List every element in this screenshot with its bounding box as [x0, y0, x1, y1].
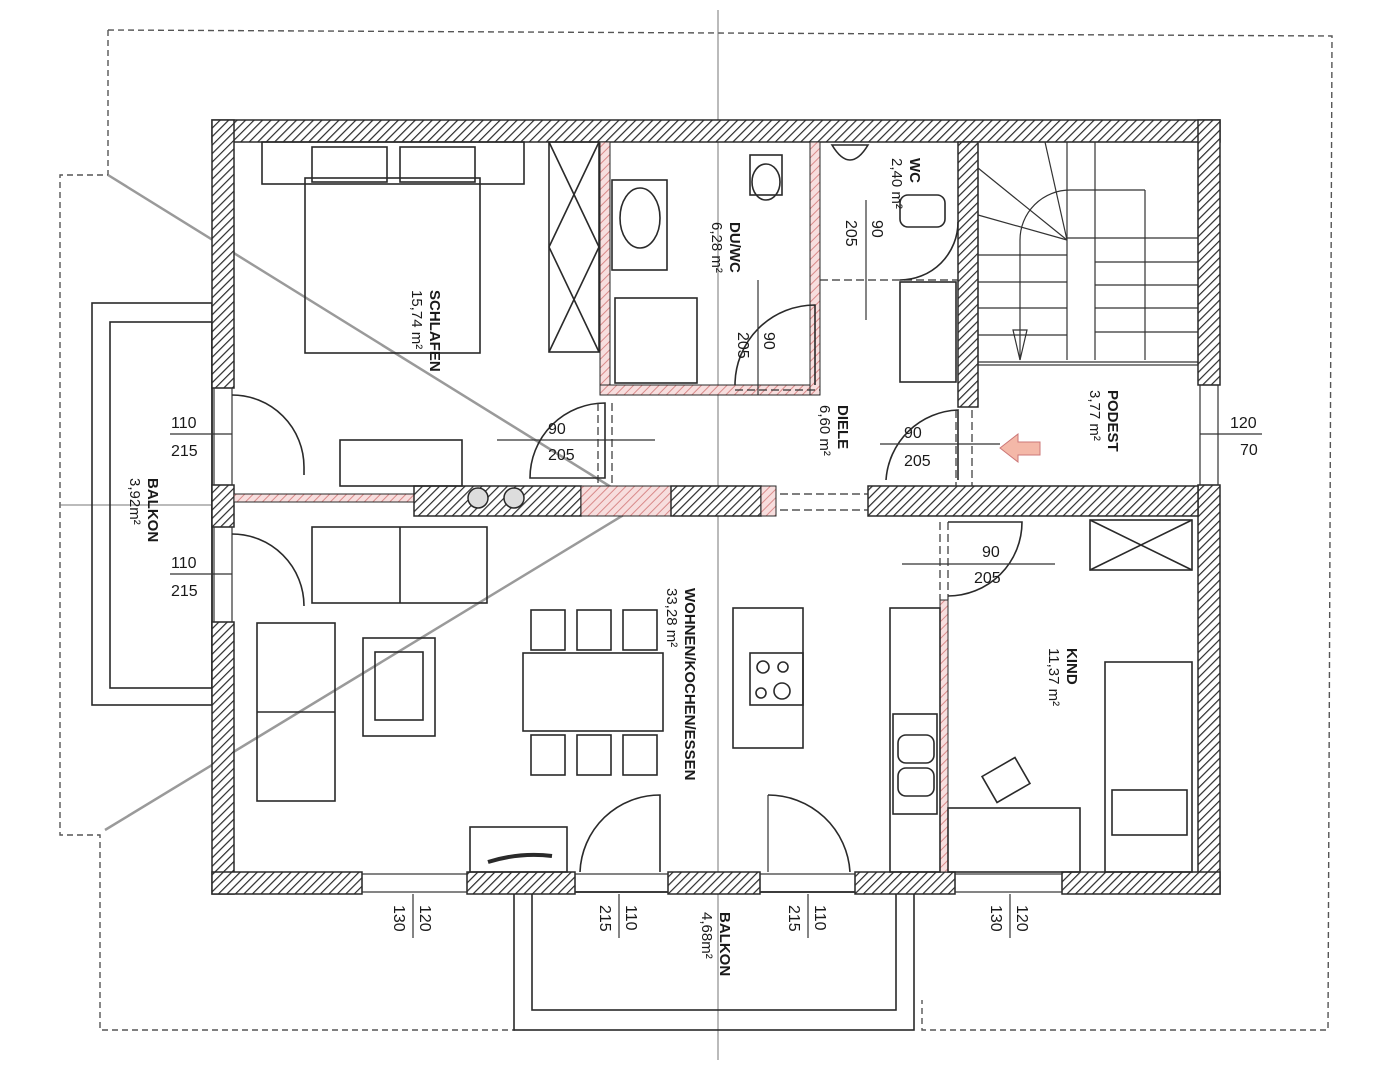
svg-text:BALKON: BALKON — [144, 478, 161, 542]
door-dim-du-wc: 90 205 — [734, 280, 777, 395]
dining-table — [522, 609, 664, 776]
svg-text:130: 130 — [987, 905, 1004, 932]
svg-text:120: 120 — [416, 905, 433, 932]
svg-text:WC: WC — [906, 158, 923, 183]
svg-text:90: 90 — [760, 332, 777, 350]
bed — [261, 141, 525, 354]
svg-text:15,74 m²: 15,74 m² — [408, 290, 425, 349]
window-dim-balkon-left-upper: 110 215 — [170, 415, 232, 460]
svg-text:90: 90 — [548, 421, 566, 438]
svg-text:BALKON: BALKON — [716, 912, 733, 976]
svg-text:215: 215 — [171, 583, 198, 600]
svg-text:205: 205 — [904, 453, 931, 470]
svg-text:215: 215 — [596, 905, 613, 932]
svg-text:110: 110 — [811, 905, 828, 931]
entry-arrow-icon — [999, 432, 1041, 464]
svg-text:PODEST: PODEST — [1104, 390, 1121, 452]
kitchen-counter — [889, 607, 941, 873]
svg-text:4,68m²: 4,68m² — [698, 912, 715, 959]
room-label-balkon-bottom: BALKON 4,68m² — [698, 912, 733, 976]
window-dim-balkon-bottom-right: 110 215 — [785, 894, 828, 938]
doors[interactable] — [231, 221, 1023, 873]
sofa — [256, 526, 488, 802]
svg-text:205: 205 — [734, 332, 751, 359]
svg-text:120: 120 — [1230, 415, 1257, 432]
room-label-diele: DIELE 6,60 m² — [816, 405, 851, 456]
svg-text:3,77 m²: 3,77 m² — [1086, 390, 1103, 441]
svg-text:DIELE: DIELE — [834, 405, 851, 449]
svg-text:90: 90 — [904, 425, 922, 442]
svg-text:90: 90 — [868, 220, 885, 238]
room-label-wc: WC 2,40 m² — [888, 158, 923, 209]
fireplace — [469, 826, 568, 873]
svg-text:205: 205 — [842, 220, 859, 247]
staircase — [977, 141, 1199, 366]
room-label-du-wc: DU/WC 6,28 m² — [708, 222, 743, 273]
svg-text:6,28 m²: 6,28 m² — [708, 222, 725, 273]
room-label-podest: PODEST 3,77 m² — [1086, 390, 1121, 452]
coffee-table — [362, 637, 436, 737]
window-dim-kind-bottom: 120 130 — [987, 894, 1030, 938]
room-label-balkon-left: BALKON 3,92m² — [126, 478, 161, 542]
svg-text:DU/WC: DU/WC — [726, 222, 743, 273]
window-dim-wohnen-left: 120 130 — [390, 894, 433, 938]
svg-text:33,28 m²: 33,28 m² — [663, 588, 680, 647]
bath-fixtures — [611, 144, 957, 384]
window-dim-podest: 120 70 — [1200, 415, 1262, 459]
kitchen-island — [732, 607, 804, 749]
door-dim-entry: 90 205 — [880, 425, 1000, 470]
door-dim-kind: 90 205 — [902, 544, 1055, 587]
svg-text:11,37 m²: 11,37 m² — [1045, 648, 1062, 706]
svg-text:WOHNEN/KOCHEN/ESSEN: WOHNEN/KOCHEN/ESSEN — [681, 588, 698, 781]
svg-text:215: 215 — [171, 443, 198, 460]
svg-text:215: 215 — [785, 905, 802, 932]
kid-furniture — [947, 519, 1193, 873]
room-label-schlafen: SCHLAFEN 15,74 m² — [408, 290, 443, 372]
room-label-kind: KIND 11,37 m² — [1045, 648, 1080, 706]
wardrobe — [548, 141, 600, 353]
svg-text:3,92m²: 3,92m² — [126, 478, 143, 525]
svg-text:SCHLAFEN: SCHLAFEN — [426, 290, 443, 372]
svg-text:120: 120 — [1013, 905, 1030, 932]
svg-text:70: 70 — [1240, 442, 1258, 459]
svg-text:6,60 m²: 6,60 m² — [816, 405, 833, 456]
window-dim-balkon-bottom-left: 110 215 — [596, 894, 639, 938]
svg-text:2,40 m²: 2,40 m² — [888, 158, 905, 209]
dresser — [339, 439, 463, 487]
svg-text:KIND: KIND — [1063, 648, 1080, 685]
svg-text:110: 110 — [171, 415, 197, 432]
svg-text:130: 130 — [390, 905, 407, 932]
exterior-walls — [211, 119, 1221, 895]
svg-text:110: 110 — [171, 555, 197, 572]
interior-walls — [233, 141, 1199, 873]
window-dim-balkon-left-lower: 110 215 — [170, 555, 232, 600]
svg-text:205: 205 — [974, 570, 1001, 587]
svg-text:110: 110 — [622, 905, 639, 931]
room-label-wohnen: WOHNEN/KOCHEN/ESSEN 33,28 m² — [663, 588, 698, 781]
svg-text:90: 90 — [982, 544, 1000, 561]
door-dim-wc: 90 205 — [842, 200, 885, 320]
svg-text:205: 205 — [548, 447, 575, 464]
door-dim-schlafen: 90 205 — [497, 421, 655, 464]
